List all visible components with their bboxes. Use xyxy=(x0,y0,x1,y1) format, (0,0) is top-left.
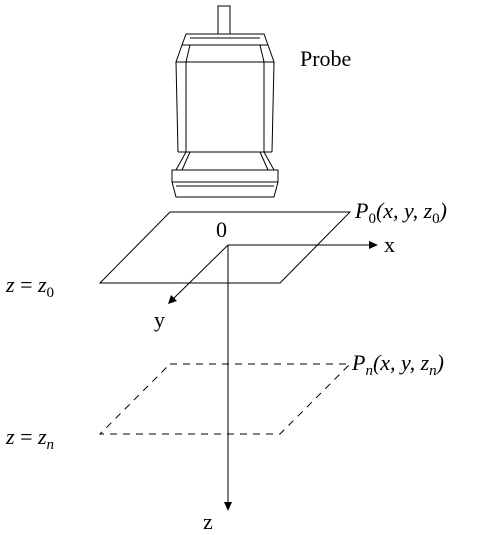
plane-zn-equation: z = zn xyxy=(5,424,54,453)
z-axis-arrowhead xyxy=(224,502,232,511)
plane-zn xyxy=(98,363,352,435)
plane-z0-equation: z = z0 xyxy=(5,272,54,301)
point-pn-label: Pn(x, y, zn) xyxy=(351,350,444,379)
x-axis-arrowhead xyxy=(369,241,378,249)
z-axis-label: z xyxy=(203,509,213,534)
plane-z0 xyxy=(98,211,352,284)
y-axis-arrowhead xyxy=(168,295,177,304)
y-axis-label: y xyxy=(154,307,165,332)
point-p0-label: P0(x, y, z0) xyxy=(354,198,447,227)
y-axis xyxy=(171,244,229,301)
probe-label: Probe xyxy=(300,46,351,71)
origin-label: 0 xyxy=(216,217,227,242)
axes xyxy=(168,241,378,511)
x-axis-label: x xyxy=(384,232,395,257)
probe-icon xyxy=(171,5,279,198)
